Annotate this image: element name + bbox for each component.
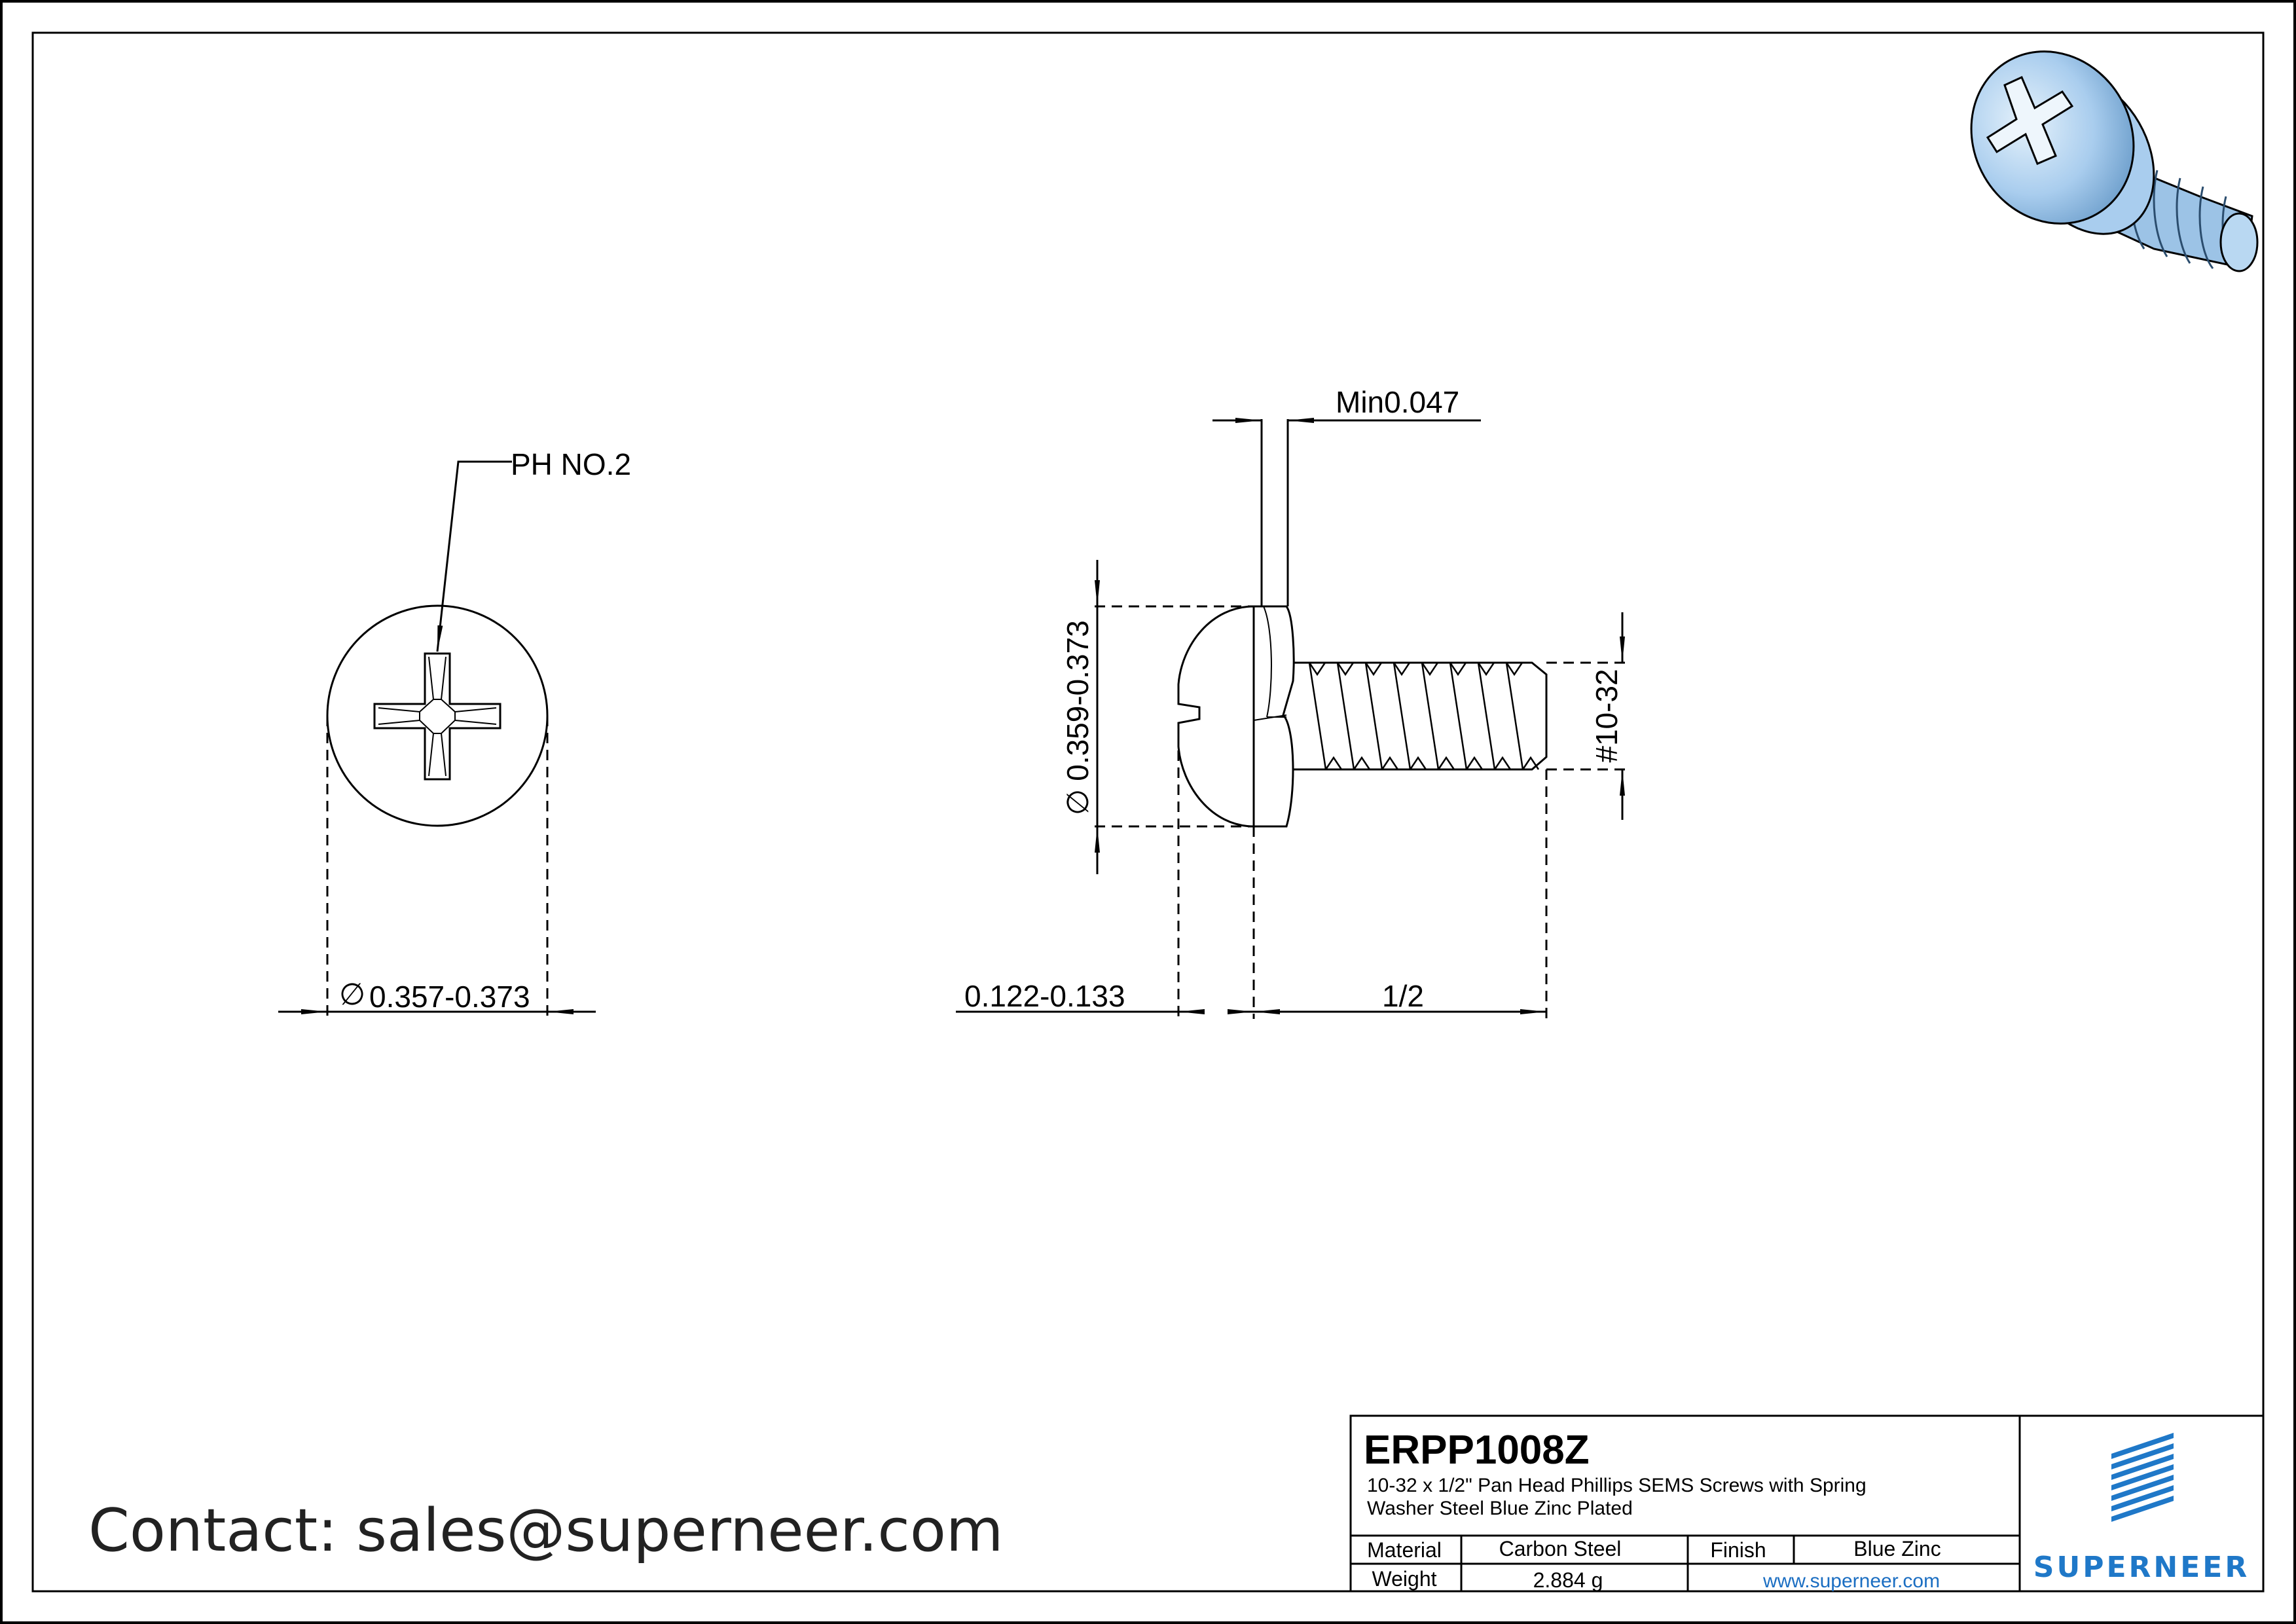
head-outline-top — [326, 604, 549, 827]
drive-callout: PH NO.2 — [511, 447, 631, 481]
threads — [1308, 662, 1540, 770]
diameter-symbol-side: ∅ — [1061, 789, 1095, 815]
thread-size: #10-32 — [1590, 669, 1624, 762]
brand-name: SUPERNEER — [2033, 1551, 2250, 1584]
thread-body — [1293, 661, 1548, 771]
pan-head — [1177, 605, 1255, 828]
material-value: Carbon Steel — [1499, 1537, 1622, 1560]
contact-line: Contact: sales@superneer.com — [88, 1496, 1004, 1565]
superneer-stripes-logo — [2111, 1433, 2174, 1522]
length-dimension: 1/2 — [1382, 979, 1424, 1013]
description-line-2: Washer Steel Blue Zinc Plated — [1367, 1498, 1633, 1519]
title-block — [1349, 1414, 2265, 1593]
head-diameter-side: 0.359-0.373 — [1061, 620, 1095, 781]
website-link[interactable]: www.superneer.com — [1762, 1570, 1940, 1592]
head-diameter-top: 0.357-0.373 — [369, 980, 530, 1014]
inner-border — [31, 31, 2265, 1593]
head-height: 0.122-0.133 — [964, 979, 1125, 1013]
part-number: ERPP1008Z — [1364, 1428, 1590, 1473]
phillips-recess — [373, 652, 501, 781]
washer-thickness: Min0.047 — [1336, 385, 1459, 419]
finish-value: Blue Zinc — [1853, 1537, 1941, 1560]
render-phillips-cross — [1986, 75, 2074, 165]
diameter-symbol-top: ∅ — [339, 977, 365, 1011]
description-line-1: 10-32 x 1/2" Pan Head Phillips SEMS Scre… — [1367, 1475, 1867, 1496]
finish-label: Finish — [1710, 1538, 1766, 1562]
top-view — [278, 460, 596, 1019]
weight-label: Weight — [1372, 1567, 1436, 1591]
screw-3d-render — [1970, 50, 2259, 272]
drive-leader — [436, 460, 512, 652]
weight-value: 2.884 g — [1533, 1568, 1603, 1592]
material-label: Material — [1367, 1538, 1442, 1562]
side-view — [956, 418, 1630, 1019]
